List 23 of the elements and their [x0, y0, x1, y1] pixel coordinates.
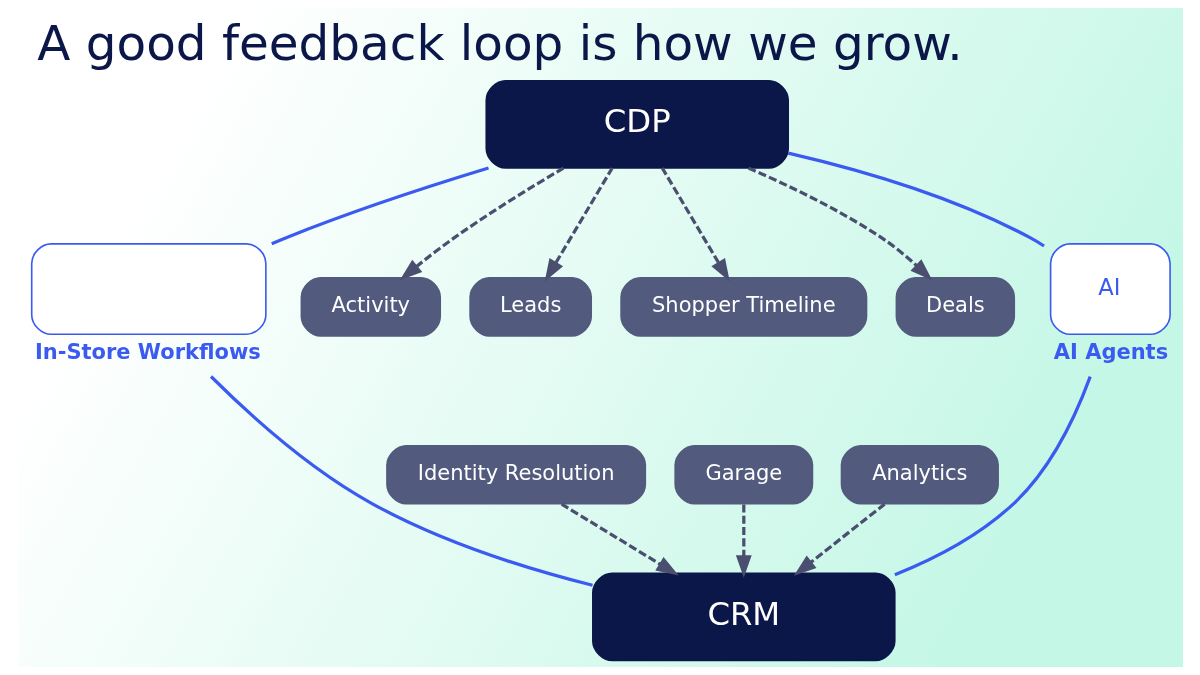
node-box: Identity Resolution	[385, 444, 646, 505]
diagram-title: A good feedback loop is how we grow.	[36, 14, 963, 71]
node-box: Activity	[300, 276, 441, 337]
node-box: Leads	[468, 276, 592, 337]
node-box: Deals	[895, 276, 1015, 337]
node-box: Shopper Timeline	[619, 276, 867, 337]
arrow	[560, 502, 679, 576]
arrow	[735, 504, 752, 578]
connector	[270, 166, 489, 246]
arrow	[660, 167, 730, 282]
arrow	[544, 167, 614, 282]
connector	[893, 376, 1092, 577]
node-box: CRM	[591, 572, 896, 662]
arrow	[399, 166, 564, 281]
arrow	[747, 166, 932, 281]
connector	[787, 151, 1045, 248]
connector	[209, 375, 593, 587]
node-box: CDP	[484, 79, 789, 169]
node-label: In-Store Workflows	[34, 340, 261, 365]
node-box: Garage	[673, 444, 813, 505]
node-label: AI Agents	[1053, 340, 1168, 365]
arrow	[793, 502, 886, 576]
node-box: Analytics	[840, 444, 999, 505]
